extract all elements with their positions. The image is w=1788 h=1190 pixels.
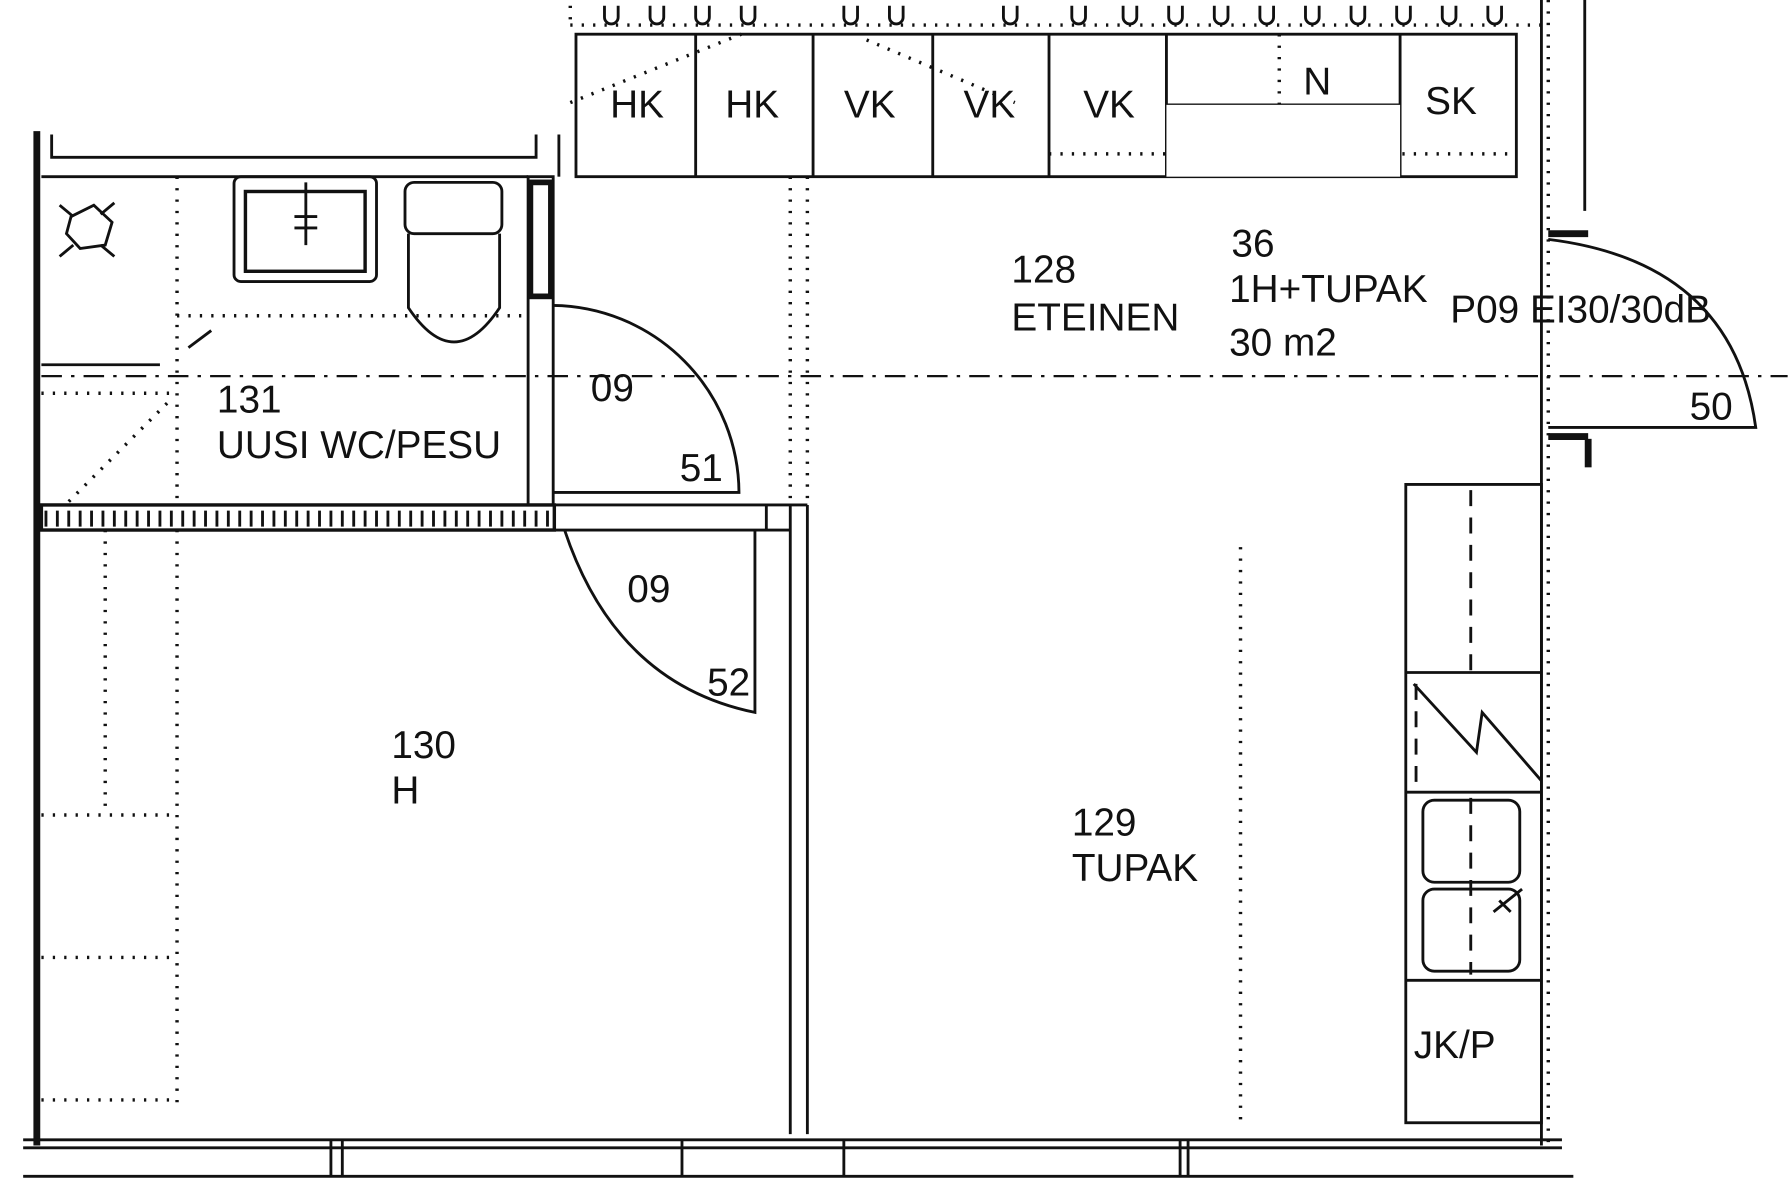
- apartment-type: 1H+TUPAK: [1229, 268, 1428, 311]
- kitchen-counter: JK/P: [1404, 483, 1543, 1125]
- bedroom-name: H: [391, 770, 419, 813]
- wc-door-number: 51: [680, 447, 723, 490]
- floor-drain-icon: [58, 201, 116, 258]
- fridge-label: JK/P: [1414, 1024, 1496, 1067]
- sink-icon: [232, 175, 378, 283]
- hall-number: 128: [1011, 249, 1076, 292]
- wc-door-type: 09: [591, 367, 634, 410]
- apartment-area: 30 m2: [1229, 322, 1337, 365]
- top-ruler-marks: [568, 5, 1545, 27]
- bedroom-door-number: 52: [707, 661, 750, 704]
- living-name: TUPAK: [1072, 847, 1198, 890]
- wc-fixtures: [58, 175, 504, 344]
- door-swings: [553, 237, 1758, 715]
- wc-number: 131: [217, 379, 282, 422]
- walls: [23, 0, 1592, 1178]
- hall-name: ETEINEN: [1011, 297, 1179, 340]
- toilet-icon: [403, 180, 504, 344]
- cabinet-label: N: [1303, 61, 1331, 104]
- upper-cabinets: HK HK VK VK VK N SK: [574, 32, 1518, 179]
- entrance-door-spec: P09 EI30/30dB: [1450, 289, 1711, 332]
- dotted-lines: [41, 32, 1788, 1129]
- entrance-door-number: 50: [1690, 385, 1733, 428]
- cabinet-label: SK: [1425, 80, 1477, 123]
- cabinet-label: VK: [844, 83, 896, 126]
- cabinet-label: VK: [1083, 83, 1135, 126]
- apartment-number: 36: [1231, 222, 1274, 265]
- cabinet-label: HK: [725, 83, 779, 126]
- cabinet-label: VK: [964, 83, 1016, 126]
- stove-icon: [1412, 682, 1543, 782]
- bedroom-number: 130: [391, 724, 456, 767]
- wc-name: UUSI WC/PESU: [217, 424, 501, 467]
- bedroom-door-type: 09: [627, 568, 670, 611]
- living-number: 129: [1072, 802, 1137, 845]
- room-labels: 128 ETEINEN 36 1H+TUPAK 30 m2 P09 EI30/3…: [217, 222, 1733, 890]
- cabinet-label: HK: [610, 83, 664, 126]
